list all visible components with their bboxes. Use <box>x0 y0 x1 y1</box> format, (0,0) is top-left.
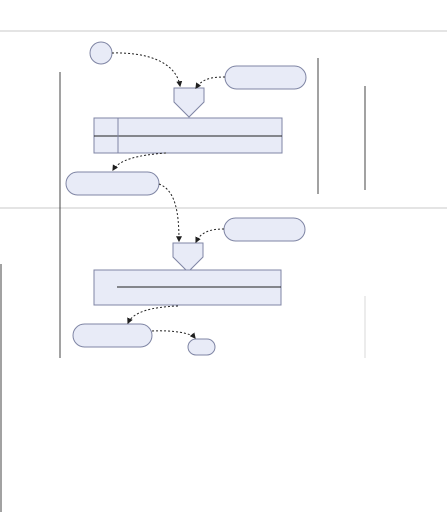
middle-merge-node <box>172 242 204 273</box>
edge-middle-right-terminal-to-middle-merge <box>195 228 225 244</box>
bottom-left-terminal <box>72 323 153 348</box>
top-right-terminal <box>224 65 307 90</box>
edge-lower-action-to-bottom-left-terminal <box>127 305 179 325</box>
top-merge-node <box>173 87 205 118</box>
edge-top-right-terminal-to-top-merge <box>195 76 226 89</box>
left-terminal <box>65 171 160 196</box>
edge-left-terminal-to-middle-merge <box>158 183 182 243</box>
start-node <box>89 41 113 65</box>
end-node <box>187 338 216 356</box>
edge-start-to-top-merge <box>111 52 183 88</box>
edge-top-action-to-left-terminal <box>112 152 167 172</box>
edge-bottom-left-terminal-to-end <box>151 330 196 339</box>
middle-right-terminal <box>223 217 306 242</box>
